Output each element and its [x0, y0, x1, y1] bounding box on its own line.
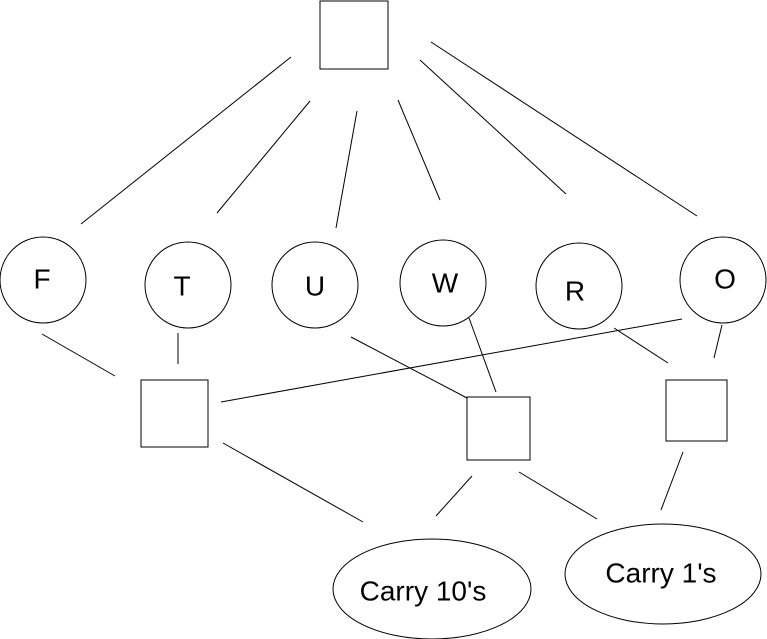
variable-label-W: W: [432, 268, 459, 299]
variable-node-F: F: [0, 236, 87, 324]
right-column-constraint-box: [665, 379, 728, 442]
center-column-constraint-box: [466, 396, 531, 461]
variable-label-F: F: [33, 264, 50, 295]
edge-W-to-center-constraint: [468, 317, 497, 393]
top-alldiff-constraint-box: [319, 0, 389, 70]
variable-node-W: W: [399, 239, 487, 327]
carry-node-10s: Carry 10's: [332, 538, 532, 639]
edge-O-to-left-constraint: [220, 318, 683, 403]
variable-node-O: O: [679, 236, 767, 324]
variable-node-R: R: [535, 242, 623, 330]
edge-R-to-right-constraint: [613, 327, 669, 364]
edge-top-to-T: [216, 100, 311, 214]
edge-top-to-W: [397, 99, 441, 201]
carry-label-10s: Carry 10's: [360, 576, 487, 607]
carry-edges: [222, 442, 684, 523]
variable-node-T: T: [144, 241, 232, 329]
variable-label-O: O: [714, 264, 736, 295]
edge-center-constraint-to-carry1: [518, 471, 598, 520]
variable-label-T: T: [173, 271, 190, 302]
edge-center-constraint-to-carry10: [435, 475, 473, 517]
variable-label-R: R: [565, 276, 585, 307]
variable-label-U: U: [305, 271, 325, 302]
carry-label-1s: Carry 1's: [605, 558, 716, 589]
edge-right-constraint-to-carry1: [660, 451, 684, 511]
left-column-constraint-box: [140, 379, 209, 448]
edge-F-to-left-constraint: [41, 333, 116, 377]
variable-node-U: U: [271, 241, 359, 329]
edge-top-to-F: [80, 56, 292, 225]
edge-top-to-U: [335, 110, 358, 229]
edge-O-to-right-constraint: [713, 324, 723, 359]
middle-constraint-edges: [41, 317, 723, 403]
top-constraint-edges: [80, 41, 698, 229]
edge-left-constraint-to-carry10: [222, 442, 364, 523]
carry-node-1s: Carry 1's: [564, 523, 762, 625]
edge-top-to-R: [419, 59, 567, 195]
edge-U-to-center-constraint: [350, 336, 468, 399]
edge-top-to-O: [430, 41, 698, 217]
